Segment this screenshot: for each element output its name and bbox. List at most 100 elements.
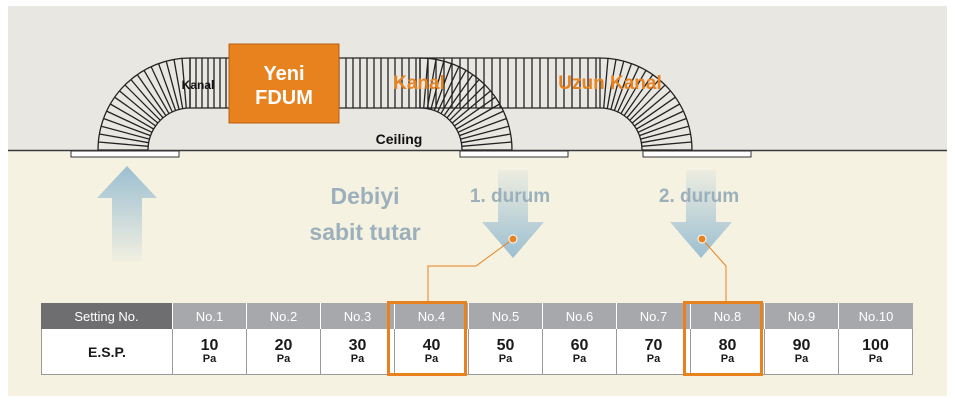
short-duct-bend-outer: [419, 57, 513, 151]
esp-value: 60: [570, 337, 589, 354]
setting-header-6: No.6: [543, 303, 617, 329]
case2-label: 2. durum: [659, 186, 739, 207]
long-duct-bend-rib: [603, 58, 609, 109]
setting-header-1: No.1: [173, 303, 247, 329]
short-duct-bend-rib: [446, 79, 480, 119]
left-duct-rib: [98, 141, 149, 147]
esp-value: 80: [718, 337, 737, 354]
return-air-arrow: [97, 166, 157, 262]
setting-header-8: No.8: [691, 303, 765, 329]
esp-unit: Pa: [646, 353, 661, 365]
left-duct-rib: [124, 84, 161, 121]
left-duct-rib: [165, 60, 180, 110]
esp-value: 20: [274, 337, 293, 354]
short-duct-bend-rib: [440, 69, 467, 114]
left-duct-rib: [106, 110, 153, 133]
fdum-unit-label-line2: FDUM: [255, 87, 313, 109]
short-duct-bend-rib: [423, 58, 429, 109]
fdum-unit-box: [228, 43, 340, 124]
setting-header-5: No.5: [469, 303, 543, 329]
long-duct-bend-rib: [640, 125, 690, 140]
left-duct-rib: [109, 103, 154, 130]
left-duct-rib: [130, 79, 164, 119]
short-duct-bend-rib: [437, 66, 460, 113]
short-duct-bend-rib: [457, 110, 504, 133]
esp-value: 90: [792, 337, 811, 354]
esp-value: 10: [200, 337, 219, 354]
short-duct-bend-rib: [454, 96, 496, 127]
short-duct-bend-rib: [430, 60, 445, 110]
setting-header-4: No.4: [395, 303, 469, 329]
long-duct-bend-rib: [626, 79, 660, 119]
esp-unit: Pa: [868, 353, 883, 365]
esp-unit: Pa: [720, 353, 735, 365]
esp-unit: Pa: [424, 353, 439, 365]
left-duct-rib: [173, 59, 184, 109]
kanal-small-label: Kanal: [182, 78, 215, 92]
long-duct-bend-rib: [617, 66, 640, 113]
long-duct-bend-rib: [613, 63, 633, 111]
long-duct-bend-rib: [637, 110, 684, 133]
esp-unit: Pa: [794, 353, 809, 365]
left-duct-rib: [100, 125, 150, 140]
long-duct-bend-rib: [623, 74, 654, 116]
short-duct-bend-inner: [419, 107, 463, 151]
case2-dot: [697, 234, 707, 244]
keeps-flow-label-line2: sabit tutar: [309, 219, 420, 245]
long-duct-bend-rib: [641, 141, 692, 147]
case1-connector: [427, 238, 514, 303]
left-duct-rib: [136, 74, 167, 116]
esp-value: 50: [496, 337, 515, 354]
kanal-orange-label: Kanal: [393, 73, 445, 94]
case1-label: 1. durum: [470, 186, 550, 207]
esp-unit: Pa: [276, 353, 291, 365]
left-duct-rib: [181, 58, 187, 109]
left-duct-rib: [157, 63, 177, 111]
short-duct-bend-rib: [460, 125, 510, 140]
long-kanal-label: Uzun Kanal: [558, 73, 661, 94]
short-duct-bend-rib: [433, 63, 453, 111]
esp-row-label: E.S.P.: [41, 329, 173, 374]
table-header-row: Setting No. No.1 No.2 No.3 No.4 No.5 No.…: [41, 303, 913, 329]
long-duct-bend-inner: [599, 107, 643, 151]
long-duct-bend-rib: [631, 90, 671, 124]
left-duct-inner: [147, 107, 191, 151]
case1-dot: [508, 234, 518, 244]
short-duct-bend-rib: [459, 117, 507, 137]
esp-value: 70: [644, 337, 663, 354]
left-duct-rib: [119, 90, 159, 124]
esp-unit: Pa: [350, 353, 365, 365]
setting-header-2: No.2: [247, 303, 321, 329]
setting-no-header: Setting No.: [41, 303, 173, 329]
long-duct-bend-rib: [641, 133, 691, 144]
esp-value: 40: [422, 337, 441, 354]
left-duct-rib: [114, 96, 156, 127]
long-duct-bend-rib: [606, 59, 617, 109]
esp-unit: Pa: [572, 353, 587, 365]
ceiling-label: Ceiling: [376, 131, 423, 147]
case2-connector: [701, 238, 727, 303]
setting-header-10: No.10: [839, 303, 913, 329]
diffuser-1: [70, 150, 180, 158]
setting-header-9: No.9: [765, 303, 839, 329]
setting-header-7: No.7: [617, 303, 691, 329]
left-duct-rib: [99, 133, 149, 144]
keeps-flow-label-line1: Debiyi: [330, 183, 399, 209]
setting-header-3: No.3: [321, 303, 395, 329]
esp-unit: Pa: [202, 353, 217, 365]
long-duct-bend-rib: [639, 117, 687, 137]
long-duct-bend-rib: [636, 103, 681, 130]
long-duct-bend-rib: [634, 96, 676, 127]
short-duct-bend-rib: [461, 133, 511, 144]
